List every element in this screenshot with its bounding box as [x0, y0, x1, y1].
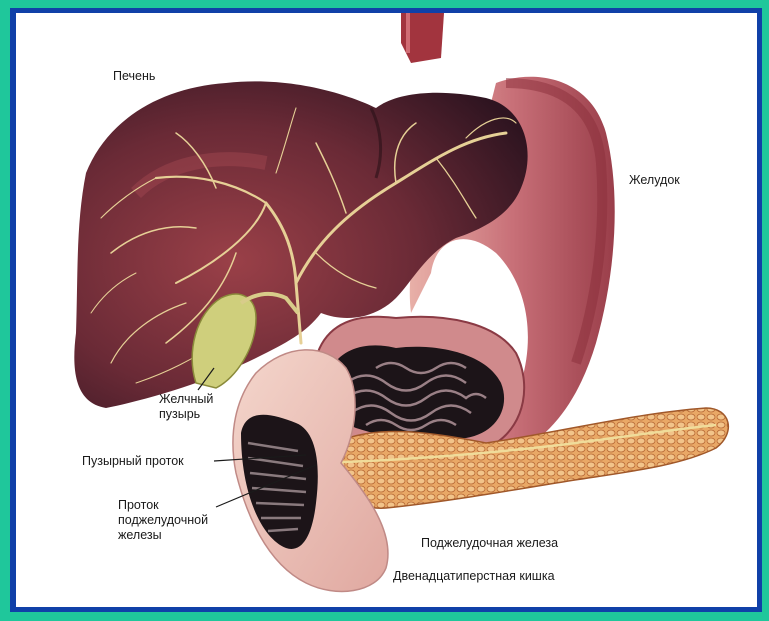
label-gallbladder-2: пузырь	[159, 407, 200, 422]
label-cystic-duct: Пузырный проток	[82, 454, 184, 469]
label-gallbladder-1: Желчный	[159, 392, 213, 407]
label-pancreatic-duct-1: Проток	[118, 498, 159, 513]
label-pancreas: Поджелудочная железа	[421, 536, 558, 551]
label-liver: Печень	[113, 69, 155, 84]
label-pancreatic-duct-2: поджелудочной	[118, 513, 208, 528]
label-stomach: Желудок	[629, 173, 680, 188]
label-duodenum: Двенадцатиперстная кишка	[393, 569, 555, 584]
diagram-canvas: Печень Желудок Желчный пузырь Пузырный п…	[16, 13, 757, 607]
label-pancreatic-duct-3: железы	[118, 528, 162, 543]
